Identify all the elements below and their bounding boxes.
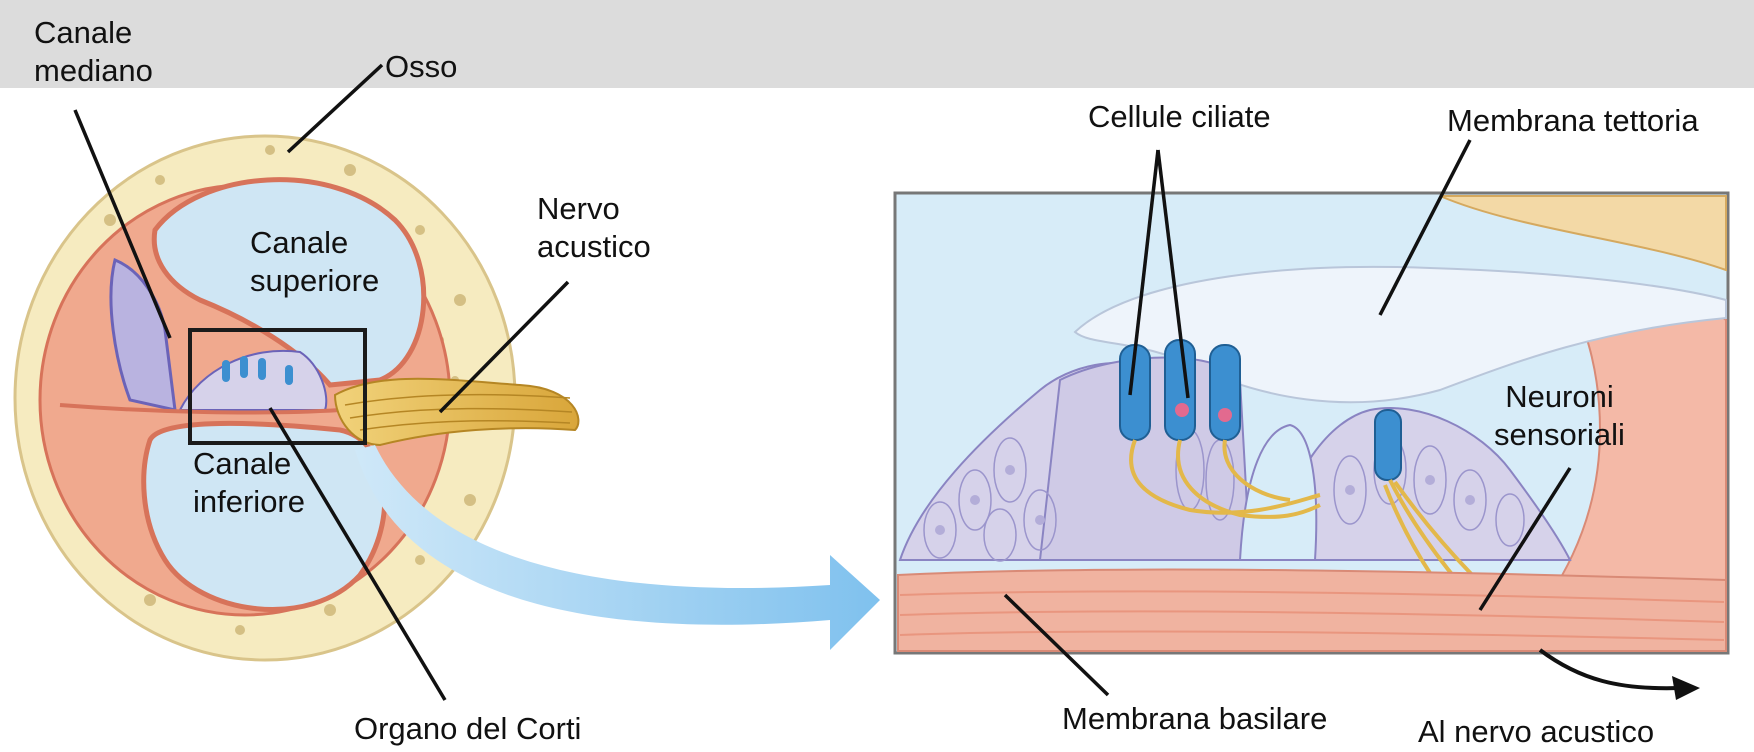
label-membrana-basilare: Membrana basilare — [1062, 700, 1327, 738]
arrow-al-nervo — [1540, 650, 1680, 688]
label-canale-superiore: Canale superiore — [250, 224, 379, 300]
label-canale-mediano-line2: mediano — [34, 52, 153, 90]
label-organo-del-corti: Organo del Corti — [354, 710, 581, 748]
inner-hair-cell — [1375, 410, 1401, 480]
arrowhead-al-nervo — [1672, 676, 1700, 700]
label-canale-inferiore-line2: inferiore — [193, 483, 305, 521]
label-nervo-acustico-line1: Nervo — [537, 190, 651, 228]
label-canale-superiore-line1: Canale — [250, 224, 379, 262]
label-neuroni-sensoriali-line2: sensoriali — [1494, 416, 1625, 454]
label-membrana-tettoria: Membrana tettoria — [1447, 102, 1699, 140]
label-cellule-ciliate: Cellule ciliate — [1088, 98, 1271, 136]
label-canale-inferiore-line1: Canale — [193, 445, 305, 483]
label-osso: Osso — [385, 48, 457, 86]
label-neuroni-sensoriali-line1: Neuroni — [1494, 378, 1625, 416]
label-canale-superiore-line2: superiore — [250, 262, 379, 300]
label-neuroni-sensoriali: Neuroni sensoriali — [1494, 378, 1625, 454]
leader-osso — [288, 65, 382, 152]
label-nervo-acustico: Nervo acustico — [537, 190, 651, 266]
label-al-nervo-acustico: Al nervo acustico — [1418, 713, 1654, 751]
outer-hair-cells — [1120, 340, 1240, 440]
label-nervo-acustico-line2: acustico — [537, 228, 651, 266]
label-canale-mediano: Canale mediano — [34, 14, 153, 90]
label-canale-inferiore: Canale inferiore — [193, 445, 305, 521]
label-canale-mediano-line1: Canale — [34, 14, 153, 52]
